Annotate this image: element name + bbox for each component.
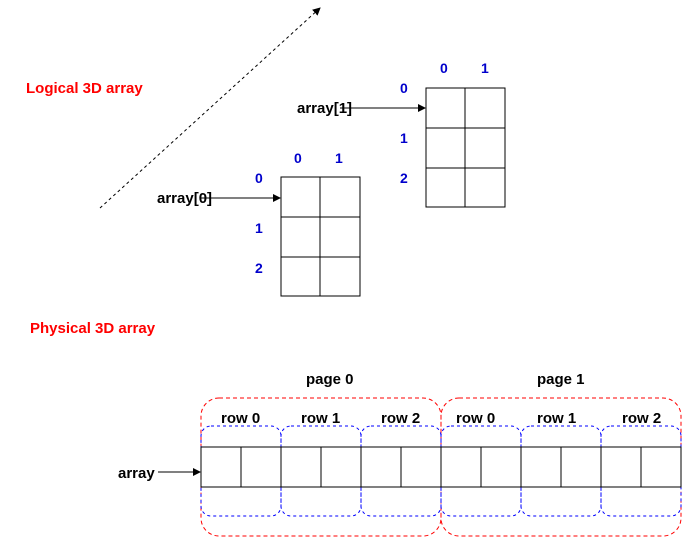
array1-row-2: 2 (400, 170, 408, 186)
array0-label: array[0] (157, 190, 212, 207)
row-label-p0-r0: row 0 (221, 410, 260, 427)
memory-strip (200, 446, 682, 488)
physical-title: Physical 3D array (30, 320, 156, 337)
page-1-label: page 1 (537, 371, 585, 388)
array0-row-1: 1 (255, 220, 263, 236)
array1-row-0: 0 (400, 80, 408, 96)
array1-col-1: 1 (481, 60, 489, 76)
page-0-label: page 0 (306, 371, 354, 388)
array0-grid-group: 0 1 0 1 2 array[0] (157, 150, 361, 297)
array1-col-0: 0 (440, 60, 448, 76)
row-label-p0-r1: row 1 (301, 410, 340, 427)
row-label-p0-r2: row 2 (381, 410, 420, 427)
array1-row-1: 1 (400, 130, 408, 146)
array0-row-2: 2 (255, 260, 263, 276)
array1-label: array[1] (297, 100, 352, 117)
array0-row-0: 0 (255, 170, 263, 186)
row-label-p1-r2: row 2 (622, 410, 661, 427)
physical-array-label: array (118, 465, 155, 482)
logical-title: Logical 3D array (26, 80, 143, 97)
array1-grid-group: 0 1 0 1 2 array[1] (297, 60, 506, 208)
depth-axis-arrow (99, 7, 321, 209)
row-label-p1-r1: row 1 (537, 410, 576, 427)
array0-col-0: 0 (294, 150, 302, 166)
array0-col-1: 1 (335, 150, 343, 166)
row-label-p1-r0: row 0 (456, 410, 495, 427)
